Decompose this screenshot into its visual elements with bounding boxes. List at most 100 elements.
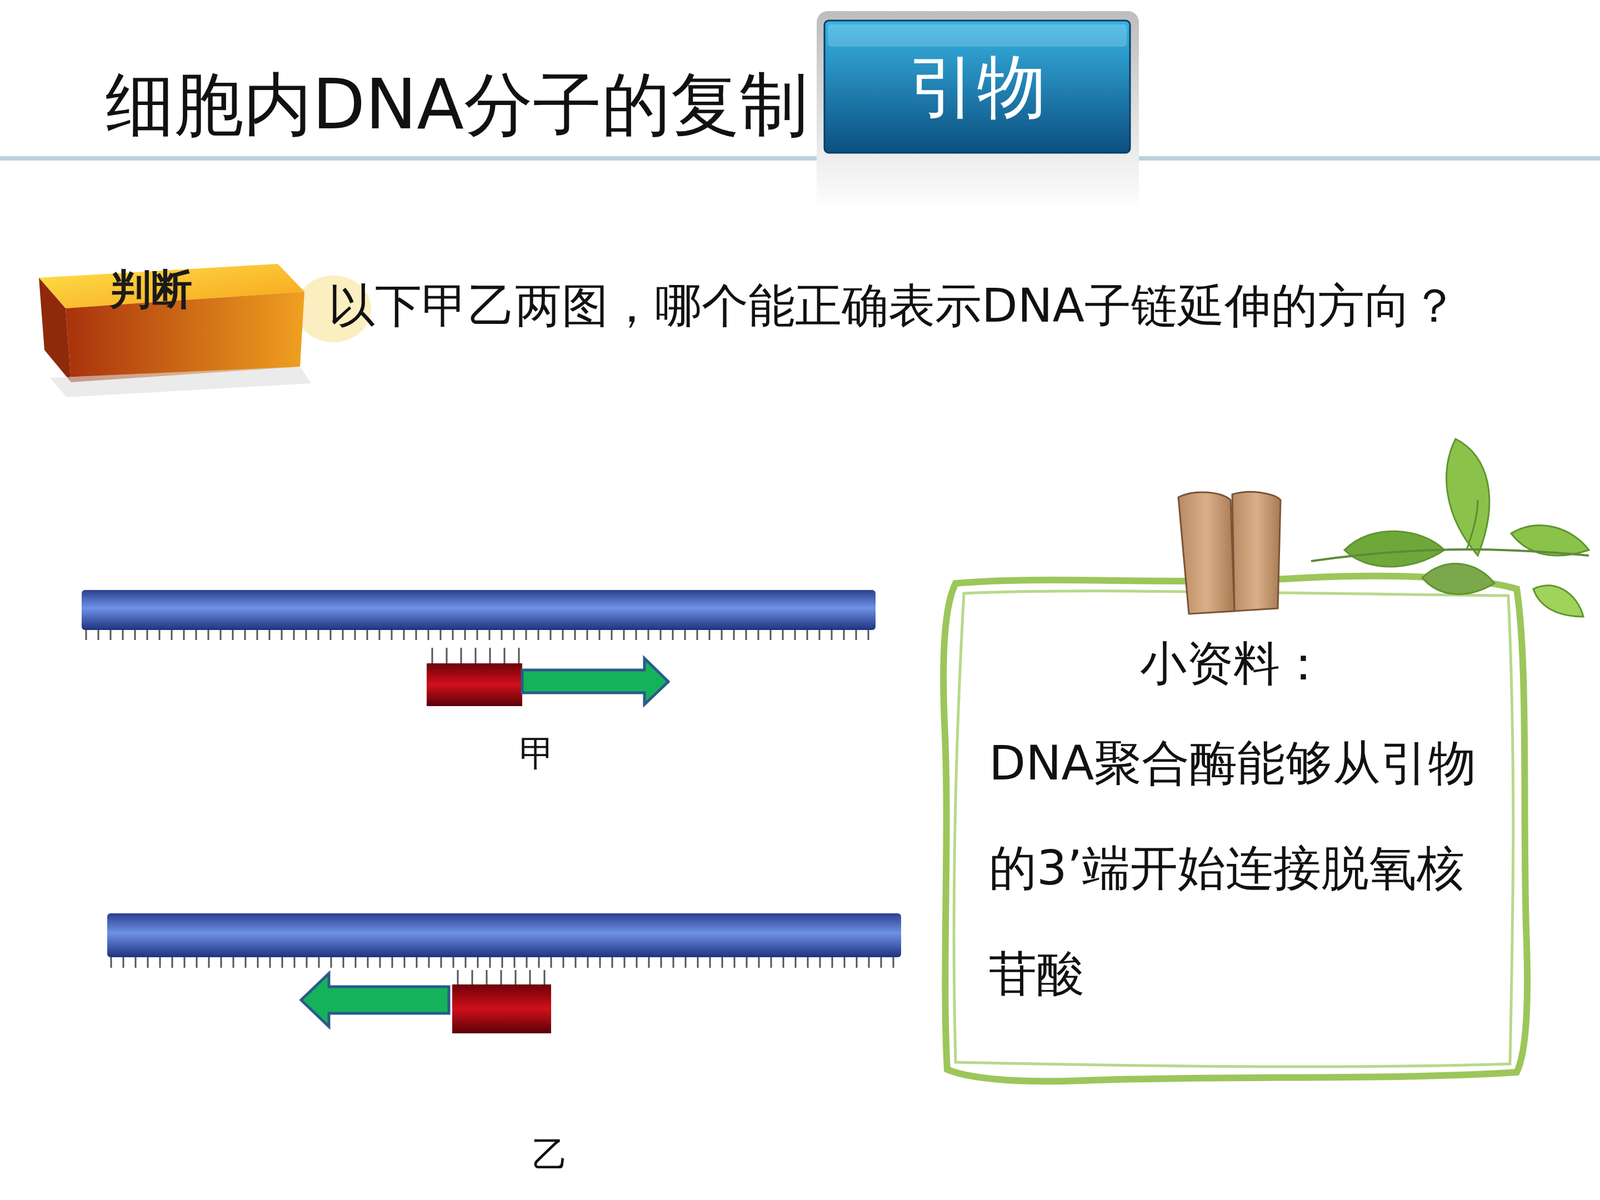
base-tick — [122, 957, 125, 968]
node-heading: 判断 — [110, 266, 294, 312]
base-tick — [208, 957, 210, 968]
base-tick — [306, 957, 308, 968]
base-tick — [818, 630, 821, 640]
base-tick — [586, 630, 589, 640]
base-tick — [457, 970, 459, 985]
base-tick — [697, 957, 699, 968]
base-tick — [611, 957, 614, 968]
base-tick — [318, 957, 320, 968]
base-tick — [721, 630, 723, 640]
base-tick — [868, 957, 870, 968]
base-tick — [855, 630, 858, 640]
base-tick — [623, 957, 626, 968]
base-tick — [446, 647, 448, 664]
base-tick — [794, 630, 797, 640]
base-tick — [488, 630, 491, 640]
base-tick — [598, 630, 601, 640]
base-tick — [268, 630, 271, 640]
base-tick — [183, 630, 185, 640]
base-tick — [562, 957, 565, 968]
base-tick — [428, 957, 430, 968]
base-tick — [526, 957, 528, 968]
base-tick — [97, 630, 100, 640]
base-tick — [244, 630, 247, 640]
base-tick — [440, 630, 442, 640]
base-tick — [684, 630, 687, 640]
base-tick — [431, 647, 434, 664]
base-tick — [452, 630, 454, 640]
base-tick — [831, 630, 833, 640]
base-tick — [366, 630, 369, 640]
base-tick — [281, 957, 284, 968]
base-tick — [342, 957, 345, 968]
figure-label: 乙 — [532, 1133, 568, 1177]
base-tick — [513, 630, 515, 640]
base-tick — [660, 957, 663, 968]
base-tick — [525, 630, 528, 640]
base-tick — [733, 957, 736, 968]
base-tick — [171, 957, 174, 968]
base-tick — [745, 630, 748, 640]
slide-title: 细胞内DNA分子的复制 — [105, 65, 809, 144]
base-tick — [782, 630, 784, 640]
base-tick — [537, 630, 540, 640]
base-tick — [696, 630, 699, 640]
base-tick — [354, 630, 357, 640]
base-tick — [342, 630, 344, 640]
base-tick — [416, 957, 418, 968]
base-tick — [196, 957, 198, 968]
base-tick — [110, 957, 113, 968]
base-tick — [635, 630, 638, 640]
base-tick — [403, 957, 406, 968]
base-tick — [147, 957, 149, 968]
base-tick — [538, 957, 540, 968]
base-tick — [475, 647, 477, 664]
base-tick — [465, 957, 467, 968]
base-tick — [721, 957, 724, 968]
base-tick — [452, 957, 455, 968]
base-tick — [330, 957, 333, 968]
base-tick — [550, 630, 552, 640]
base-tick — [232, 957, 235, 968]
base-tick — [391, 957, 394, 968]
base-tick — [843, 630, 845, 640]
base-tick — [892, 957, 895, 968]
base-tick — [305, 630, 308, 640]
base-tick — [819, 957, 822, 968]
node-heading: 引物 — [835, 47, 1119, 127]
base-tick — [134, 630, 137, 640]
base-tick — [647, 630, 650, 640]
base-tick — [220, 957, 223, 968]
base-tick — [575, 957, 577, 968]
base-tick — [636, 957, 638, 968]
base-tick — [183, 957, 186, 968]
base-tick — [587, 957, 589, 968]
base-tick — [672, 957, 675, 968]
base-tick — [746, 957, 748, 968]
base-tick — [486, 970, 488, 985]
base-tick — [562, 630, 564, 640]
base-tick — [685, 957, 687, 968]
base-tick — [543, 970, 546, 985]
base-tick — [518, 647, 520, 664]
base-tick — [574, 630, 577, 640]
base-tick — [427, 630, 430, 640]
base-tick — [807, 957, 809, 968]
base-tick — [758, 957, 760, 968]
base-tick — [415, 630, 418, 640]
base-tick — [207, 630, 210, 640]
base-tick — [471, 970, 474, 985]
base-tick — [171, 630, 173, 640]
base-tick — [513, 957, 516, 968]
base-tick — [281, 630, 283, 640]
base-tick — [515, 970, 517, 985]
base-tick — [330, 630, 332, 640]
base-tick — [757, 630, 760, 640]
base-tick — [770, 957, 773, 968]
base-tick — [623, 630, 625, 640]
base-tick — [501, 630, 503, 640]
base-tick — [245, 957, 247, 968]
base-tick — [464, 630, 467, 640]
